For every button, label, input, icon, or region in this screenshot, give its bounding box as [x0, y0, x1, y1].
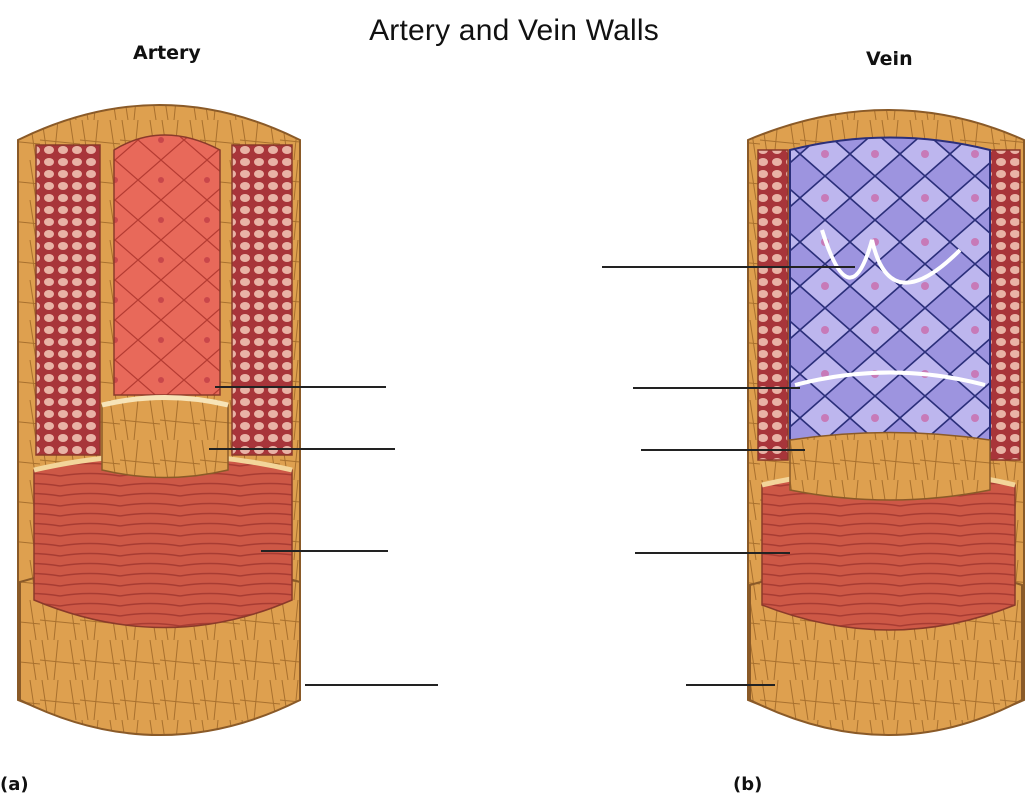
vein-illustration	[748, 110, 1024, 735]
artery-illustration	[18, 105, 300, 735]
